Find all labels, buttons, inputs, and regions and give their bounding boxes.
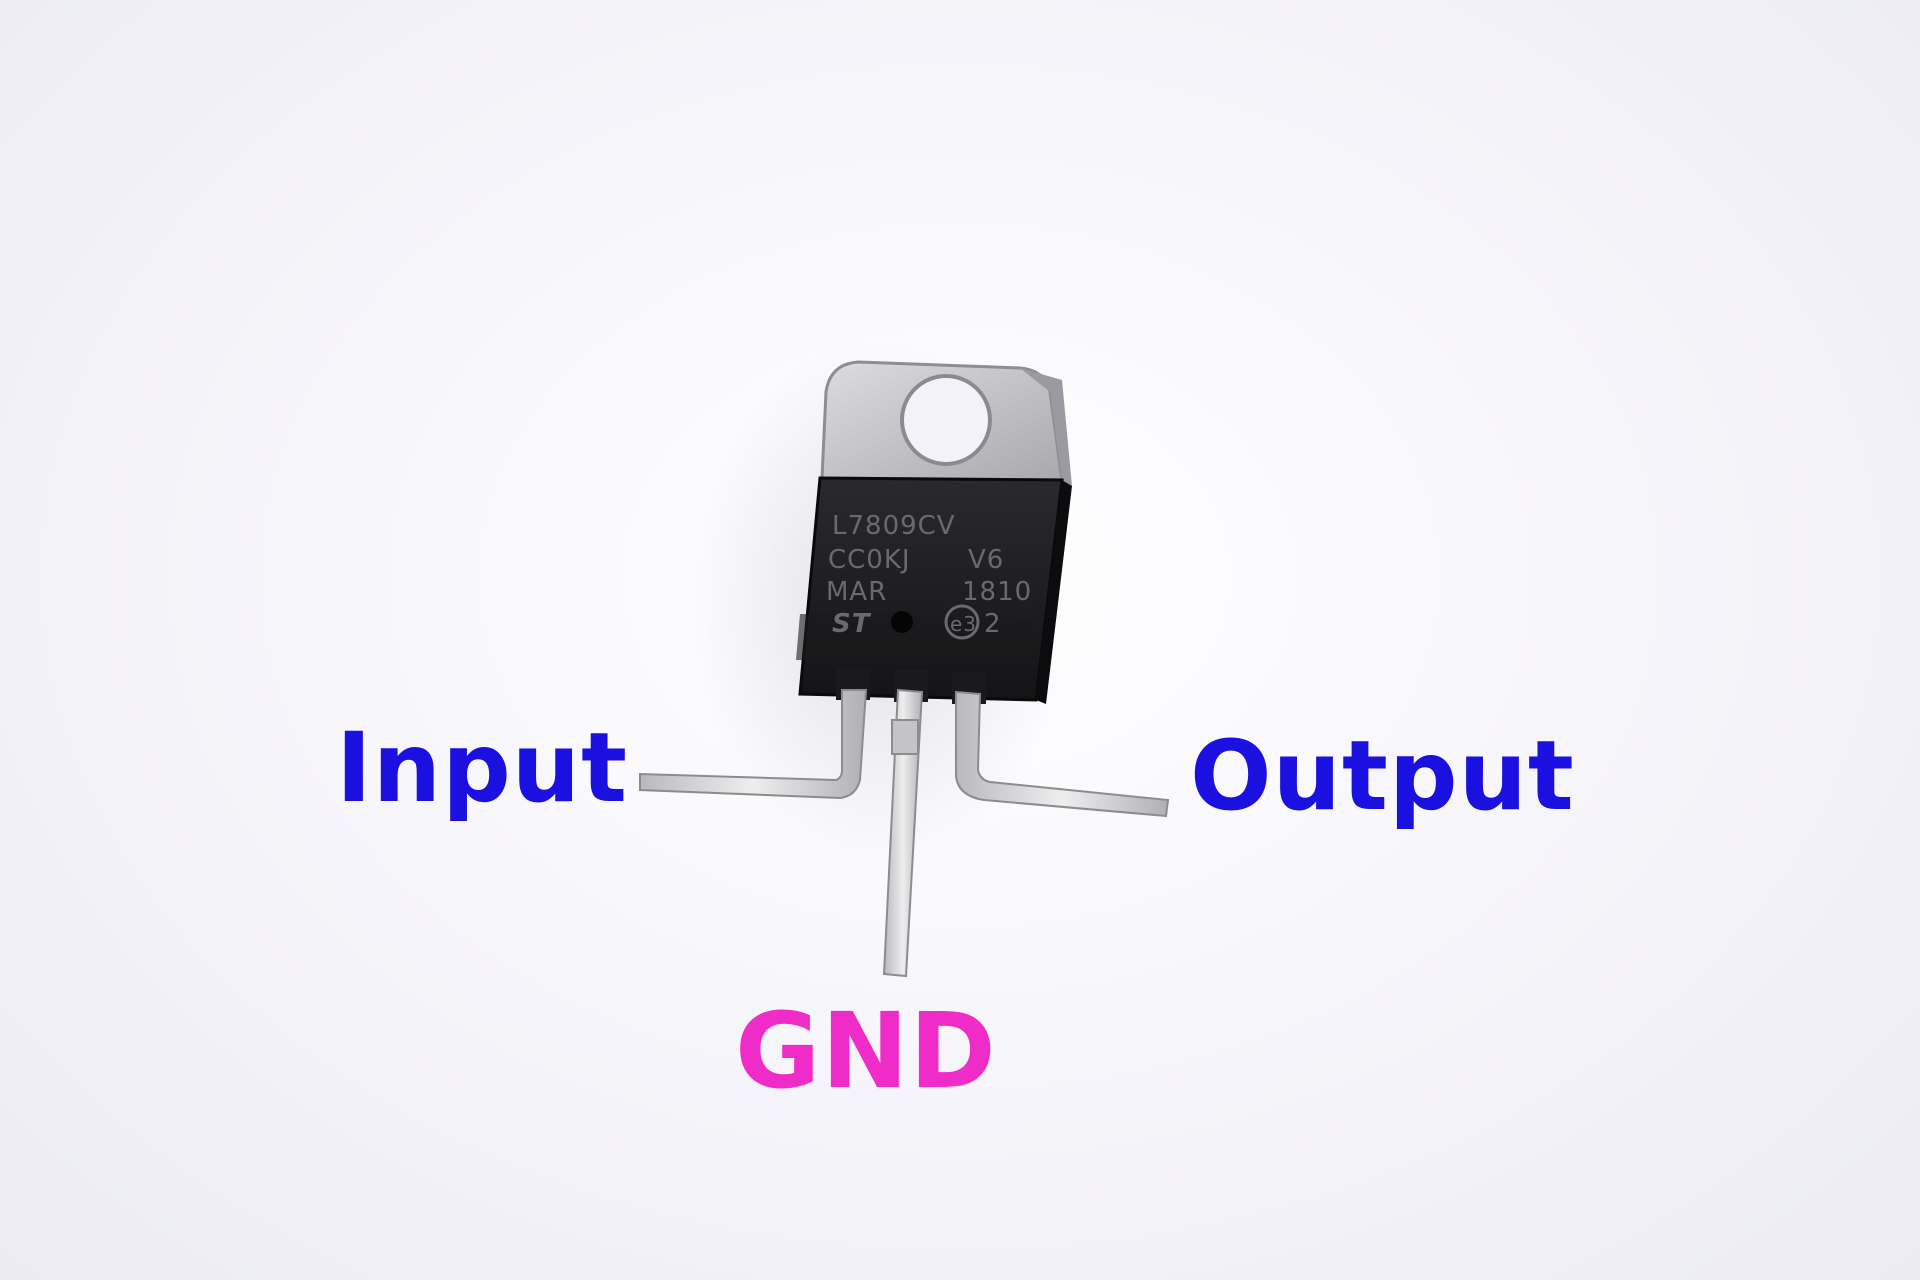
marking-line2-left: CC0KJ bbox=[828, 545, 911, 575]
lead-output bbox=[955, 690, 1170, 818]
marking-line3-right: 1810 bbox=[962, 577, 1032, 607]
gnd-pin-label: GND bbox=[735, 990, 997, 1112]
marking-line3-left: MAR bbox=[826, 577, 887, 607]
rohs-mark: e3 bbox=[950, 612, 977, 636]
orientation-dot-icon bbox=[891, 611, 913, 633]
st-logo: ST bbox=[832, 609, 872, 639]
lead-gnd-kink bbox=[891, 719, 919, 755]
lead-input bbox=[639, 689, 868, 800]
output-pin-label: Output bbox=[1190, 720, 1575, 832]
marking-line1: L7809CV bbox=[832, 511, 956, 541]
rohs-circle-icon bbox=[944, 604, 980, 640]
marking-line2-right: V6 bbox=[968, 545, 1004, 575]
lead-gnd bbox=[882, 688, 924, 978]
mounting-hole bbox=[900, 374, 992, 466]
rohs-suffix: 2 bbox=[984, 609, 1002, 639]
metal-tab bbox=[820, 360, 1072, 486]
package-body: L7809CV CC0KJ V6 MAR 1810 ST e3 2 bbox=[796, 476, 1072, 704]
input-pin-label: Input bbox=[336, 712, 629, 824]
